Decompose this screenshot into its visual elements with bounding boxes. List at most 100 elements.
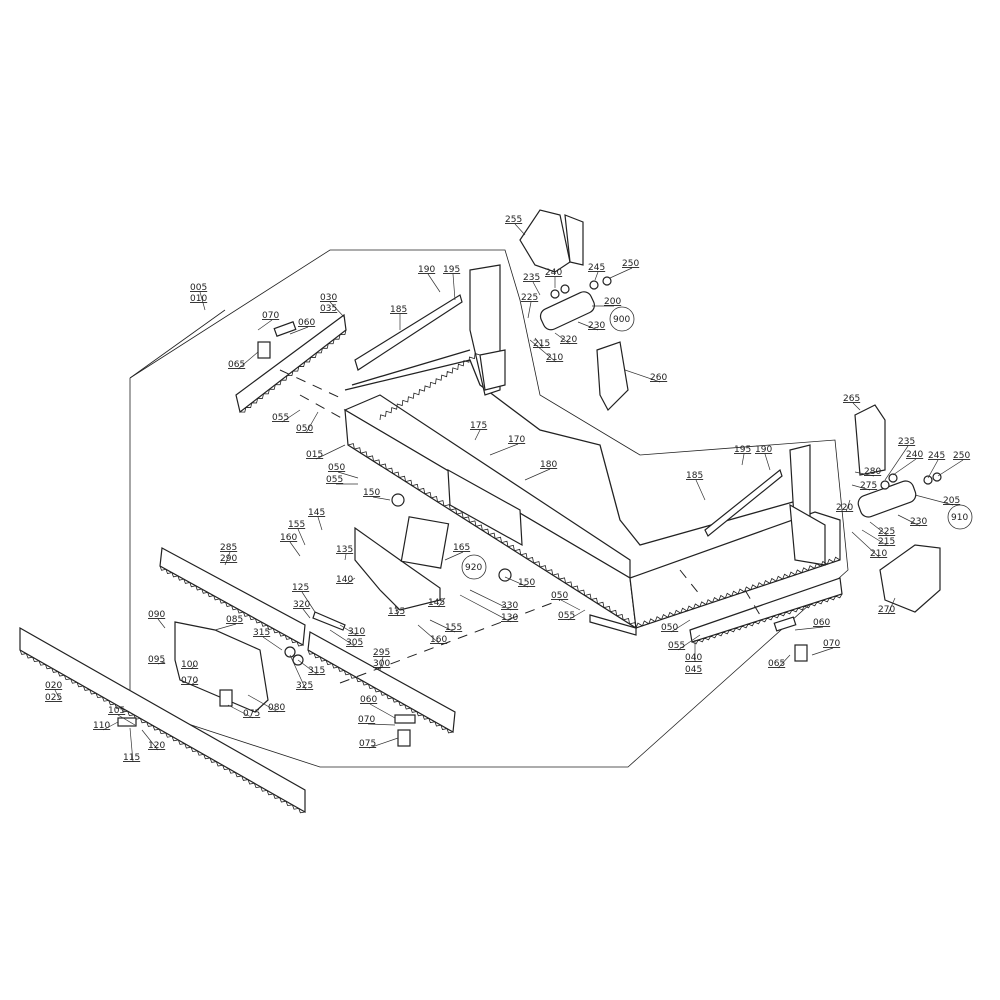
part-number-label: 055 bbox=[272, 413, 289, 423]
part-number-label: 060 bbox=[298, 318, 315, 328]
leader-line bbox=[529, 339, 557, 363]
part-number-label: 015 bbox=[306, 450, 323, 460]
part-number-label: 305 bbox=[346, 638, 363, 648]
part-number-label: 245 bbox=[588, 263, 605, 273]
part-number-label: 295 bbox=[373, 648, 390, 658]
blades bbox=[19, 313, 843, 814]
leader-line bbox=[764, 453, 771, 471]
leader-line bbox=[937, 459, 964, 477]
part-number-label: 225 bbox=[878, 527, 895, 537]
part-number-label: 315 bbox=[308, 666, 325, 676]
leader-line bbox=[224, 551, 231, 566]
part-number-label: 050 bbox=[328, 463, 345, 473]
leader-line bbox=[301, 591, 316, 613]
leader-line bbox=[417, 624, 441, 645]
part-number-label: 170 bbox=[508, 435, 525, 445]
part-number-label: 205 bbox=[943, 496, 960, 506]
part-number-label: 025 bbox=[45, 693, 62, 703]
part-number-label: 265 bbox=[843, 394, 860, 404]
leader-line bbox=[369, 703, 396, 719]
leader-line bbox=[695, 479, 706, 501]
leader-line bbox=[469, 589, 512, 611]
part-number-label: 030 bbox=[320, 293, 337, 303]
leader-line bbox=[54, 689, 61, 701]
leader-line bbox=[861, 529, 889, 547]
leader-line bbox=[524, 468, 551, 481]
part-number-label: 155 bbox=[445, 623, 462, 633]
part-number-label: 150 bbox=[518, 578, 535, 588]
assembly-outline bbox=[129, 249, 849, 768]
leader-line bbox=[427, 273, 441, 293]
leader-line bbox=[289, 326, 309, 335]
leader-line bbox=[677, 634, 701, 651]
part-number-label: 040 bbox=[685, 653, 702, 663]
leader-line bbox=[887, 597, 896, 615]
part-number-label: 195 bbox=[734, 445, 751, 455]
part-number-label: 060 bbox=[813, 618, 830, 628]
leader-line bbox=[339, 624, 359, 637]
part-number-label: 270 bbox=[878, 605, 895, 615]
leader-line bbox=[281, 409, 301, 423]
leader-line bbox=[237, 351, 259, 370]
leader-line bbox=[190, 664, 196, 670]
leader-line bbox=[129, 727, 134, 763]
leader-line bbox=[368, 737, 399, 749]
leader-line bbox=[394, 604, 399, 617]
leader-line bbox=[532, 281, 541, 296]
leader-line bbox=[289, 654, 307, 691]
part-number-label: 135 bbox=[388, 607, 405, 617]
dashed-assembly-lines bbox=[279, 369, 761, 684]
leader-line bbox=[337, 471, 359, 479]
part-number-label: 210 bbox=[870, 549, 887, 559]
part-number-label: 080 bbox=[268, 703, 285, 713]
part-number-label: 050 bbox=[661, 623, 678, 633]
leader-line bbox=[594, 271, 599, 281]
part-number-label: 290 bbox=[220, 554, 237, 564]
leader-line bbox=[247, 694, 279, 713]
leader-line bbox=[609, 267, 633, 279]
leader-line bbox=[897, 514, 921, 527]
part-number-label: 200 bbox=[604, 297, 621, 307]
part-number-label: 220 bbox=[560, 335, 577, 345]
part-number-label: 045 bbox=[685, 665, 702, 675]
part-number-label: 105 bbox=[108, 706, 125, 716]
leader-line bbox=[157, 661, 166, 665]
leader-line bbox=[227, 704, 254, 719]
leader-line bbox=[534, 337, 544, 349]
part-number-label: 230 bbox=[588, 321, 605, 331]
guide-rails bbox=[354, 294, 783, 537]
part-number-label: 050 bbox=[551, 591, 568, 601]
part-number-label: 210 bbox=[546, 353, 563, 363]
part-number-label: 050 bbox=[296, 424, 313, 434]
leader-line bbox=[199, 291, 206, 311]
leader-line bbox=[854, 471, 875, 477]
part-number-label: 165 bbox=[453, 543, 470, 553]
part-number-label: 010 bbox=[190, 294, 207, 304]
part-number-label: 245 bbox=[928, 451, 945, 461]
part-number-label: 070 bbox=[823, 639, 840, 649]
leader-line bbox=[329, 301, 346, 319]
leader-line bbox=[777, 654, 791, 669]
leader-line bbox=[927, 459, 939, 479]
leader-line bbox=[474, 429, 481, 441]
leader-line bbox=[102, 721, 119, 731]
part-number-label: 070 bbox=[358, 715, 375, 725]
part-number-label: 250 bbox=[622, 259, 639, 269]
part-number-label: 315 bbox=[253, 628, 270, 638]
leader-line bbox=[367, 723, 396, 726]
part-number-label: 320 bbox=[293, 600, 310, 610]
part-number-label: 215 bbox=[533, 339, 550, 349]
leader-line bbox=[884, 445, 909, 481]
assembly-callout-circle bbox=[461, 554, 487, 580]
part-number-label: 150 bbox=[363, 488, 380, 498]
leader-line bbox=[117, 714, 136, 726]
leader-line bbox=[141, 729, 159, 751]
leader-line bbox=[429, 619, 456, 633]
part-number-label: 060 bbox=[360, 695, 377, 705]
part-number-label: 095 bbox=[148, 655, 165, 665]
part-number-label: 085 bbox=[226, 615, 243, 625]
leader-line bbox=[560, 599, 581, 611]
part-number-label: 280 bbox=[864, 467, 881, 477]
part-number-label: 130 bbox=[501, 613, 518, 623]
